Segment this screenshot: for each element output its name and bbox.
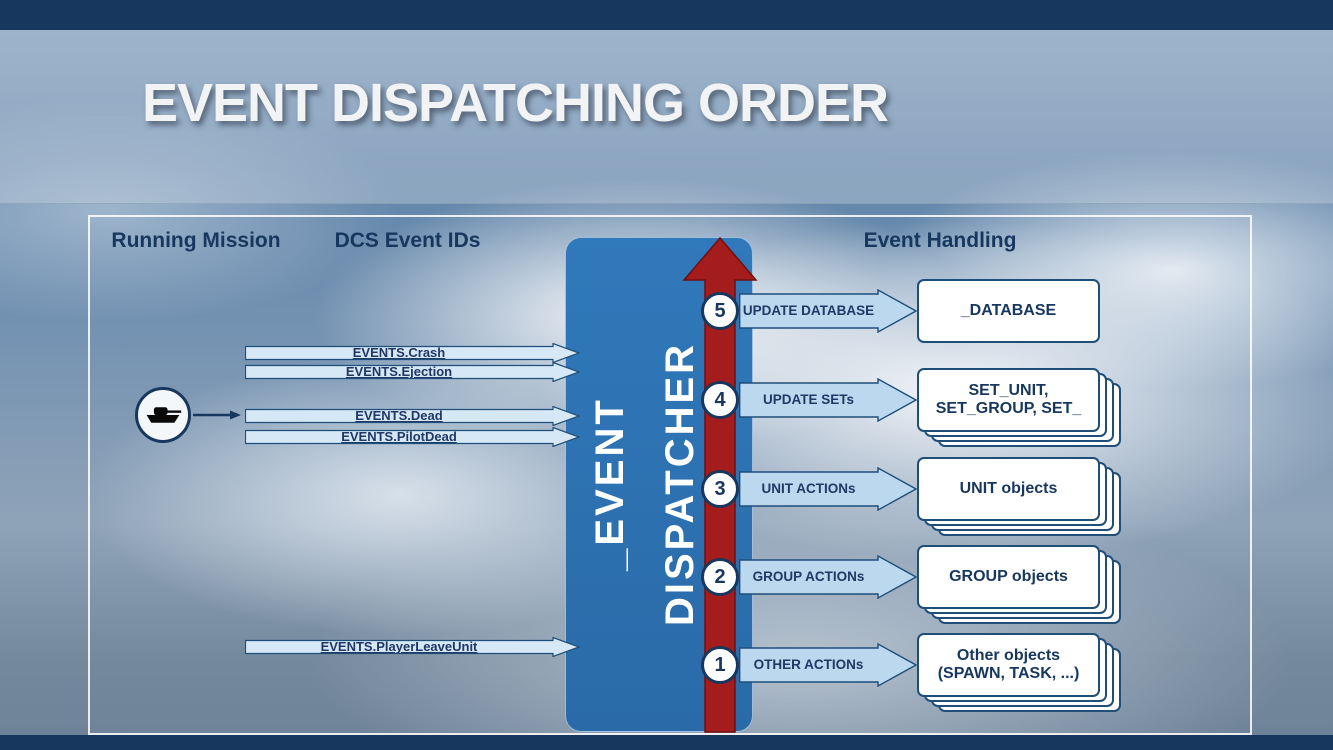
step-circle-1: 1 — [701, 646, 739, 684]
dispatcher-label-line1: _EVENT — [588, 397, 632, 571]
handler-target-label: GROUP objects — [949, 568, 1068, 585]
tank-icon — [146, 407, 182, 423]
bottom-bar — [0, 735, 1333, 750]
event-label: EVENTS.Ejection — [345, 364, 453, 379]
handler-target-label: Other objects (SPAWN, TASK, ...) — [937, 647, 1080, 682]
event-arrow-playerleaveunit: EVENTS.PlayerLeaveUnit — [245, 637, 580, 657]
handler-target-label: UNIT objects — [959, 480, 1058, 497]
event-label: EVENTS.PilotDead — [341, 429, 457, 444]
unit-connector-arrow — [193, 410, 241, 420]
handler-target-label: SET_UNIT, SET_GROUP, SET_ — [935, 382, 1082, 417]
event-arrow-ejection: EVENTS.Ejection — [245, 362, 580, 382]
action-arrow-unit-actions: UNIT ACTIONs — [739, 467, 917, 511]
event-arrow-crash: EVENTS.Crash — [245, 343, 580, 363]
title-band — [0, 30, 1333, 204]
handler-box-group-objects: GROUP objects — [917, 545, 1121, 624]
unit-badge — [135, 387, 191, 443]
step-circle-5: 5 — [701, 292, 739, 330]
action-arrow-update-database: UPDATE DATABASE — [739, 289, 917, 333]
action-label: OTHER ACTIONs — [753, 657, 864, 672]
top-bar — [0, 0, 1333, 30]
action-label: UPDATE SETs — [762, 392, 854, 407]
column-header-dcs-event-ids: DCS Event IDs — [334, 229, 481, 252]
handler-box-other-objects: Other objects (SPAWN, TASK, ...) — [917, 633, 1121, 712]
handler-box-unit-objects: UNIT objects — [917, 457, 1121, 536]
handler-target-label: _DATABASE — [960, 302, 1057, 319]
handler-box-sets: SET_UNIT, SET_GROUP, SET_ — [917, 368, 1121, 447]
action-arrow-group-actions: GROUP ACTIONs — [739, 555, 917, 599]
action-arrow-update-sets: UPDATE SETs — [739, 378, 917, 422]
step-circle-3: 3 — [701, 470, 739, 508]
diagram-frame — [88, 215, 1252, 735]
event-label: EVENTS.Dead — [355, 408, 443, 423]
action-arrow-other-actions: OTHER ACTIONs — [739, 643, 917, 687]
action-label: UNIT ACTIONs — [761, 481, 856, 496]
event-label: EVENTS.Crash — [352, 345, 446, 360]
handler-box-database: _DATABASE — [917, 279, 1100, 343]
page-title: EVENT DISPATCHING ORDER — [142, 73, 889, 133]
event-arrow-dead: EVENTS.Dead — [245, 406, 580, 426]
action-label: UPDATE DATABASE — [742, 303, 875, 318]
column-header-event-handling: Event Handling — [863, 229, 1017, 252]
event-arrow-pilotdead: EVENTS.PilotDead — [245, 427, 580, 447]
action-label: GROUP ACTIONs — [752, 569, 865, 584]
column-header-running-mission: Running Mission — [111, 229, 281, 252]
step-circle-4: 4 — [701, 381, 739, 419]
step-circle-2: 2 — [701, 558, 739, 596]
event-label: EVENTS.PlayerLeaveUnit — [320, 639, 478, 654]
